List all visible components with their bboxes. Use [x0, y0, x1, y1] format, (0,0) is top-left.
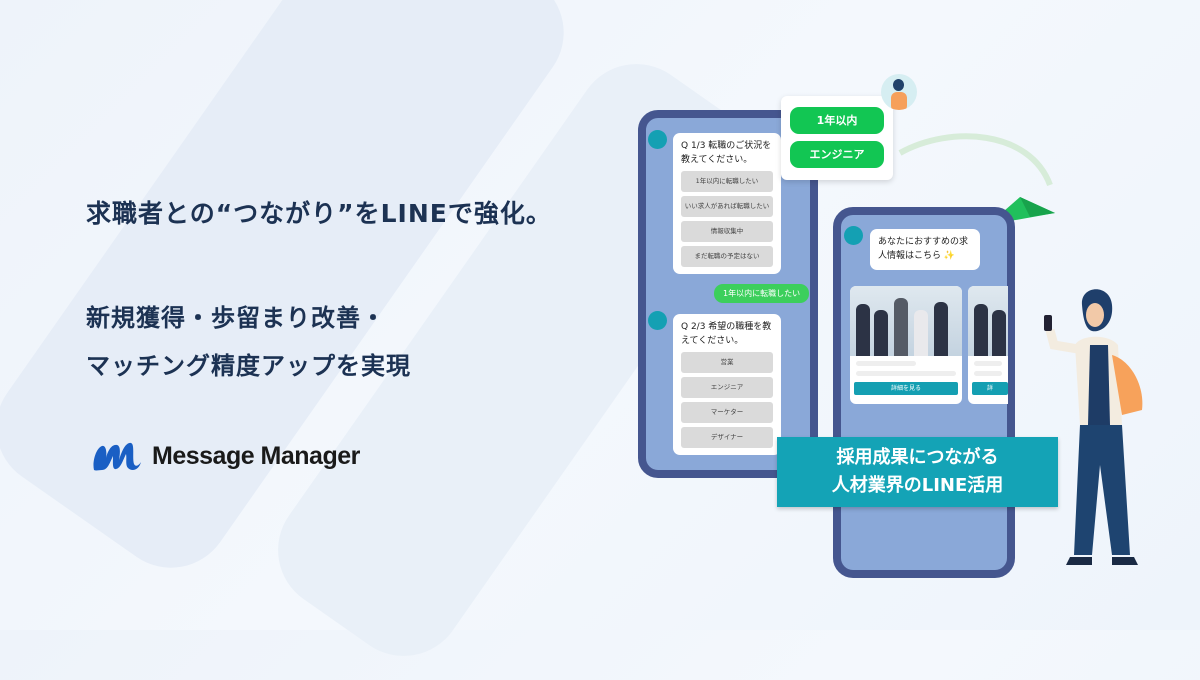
option-button[interactable]: まだ転職の予定はない	[681, 246, 773, 267]
option-button[interactable]: マーケター	[681, 402, 773, 423]
subheadline-line-2: マッチング精度アップを実現	[86, 352, 411, 380]
brand-name: Message Manager	[152, 441, 360, 470]
user-reply: 1年以内に転職したい	[714, 284, 810, 303]
job-photo	[850, 286, 962, 356]
brand-logo: Message Manager	[90, 440, 360, 472]
details-button[interactable]: 詳細を見る	[854, 382, 958, 395]
chat-bubble-question-2: Q 2/3 希望の職種を教えてください。 営業 エンジニア マーケター デザイナ…	[673, 314, 781, 455]
option-button[interactable]: 情報収集中	[681, 221, 773, 242]
user-avatar	[881, 74, 917, 110]
message-manager-logo-icon	[93, 442, 141, 471]
option-button[interactable]: エンジニア	[681, 377, 773, 398]
woman-with-phone-illustration	[1044, 289, 1143, 565]
headline: 求職者との“つながり”をLINEで強化。	[86, 199, 552, 228]
promo-banner: 採用成果につながる 人材業界のLINE活用	[777, 437, 1058, 507]
job-photo	[968, 286, 1008, 356]
subheadline-line-1: 新規獲得・歩留まり改善・	[86, 304, 386, 332]
option-button[interactable]: 1年以内に転職したい	[681, 171, 773, 192]
banner-line-2: 人材業界のLINE活用	[831, 475, 1004, 496]
bot-avatar	[648, 130, 667, 149]
chat-bubble-question-1: Q 1/3 転職のご状況を教えてください。 1年以内に転職したい いい求人があれ…	[673, 133, 781, 274]
bot-avatar	[648, 311, 667, 330]
chat-bubble-recommendation: あなたにおすすめの求人情報はこちら ✨	[870, 229, 980, 270]
option-button[interactable]: いい求人があれば転職したい	[681, 196, 773, 217]
job-card[interactable]: 詳細を見る	[850, 286, 962, 404]
details-button[interactable]: 詳	[972, 382, 1008, 395]
option-button[interactable]: 営業	[681, 352, 773, 373]
job-card[interactable]: 詳	[968, 286, 1008, 404]
choice-chip: エンジニア	[790, 141, 884, 168]
question-2: Q 2/3 希望の職種を教えてください。	[681, 322, 772, 346]
choice-chip: 1年以内	[790, 107, 884, 134]
bot-avatar	[844, 226, 863, 245]
option-button[interactable]: デザイナー	[681, 427, 773, 448]
banner-line-1: 採用成果につながる	[836, 447, 999, 468]
answer-summary-popup: 1年以内 エンジニア	[781, 96, 893, 180]
question-1: Q 1/3 転職のご状況を教えてください。	[681, 141, 772, 165]
